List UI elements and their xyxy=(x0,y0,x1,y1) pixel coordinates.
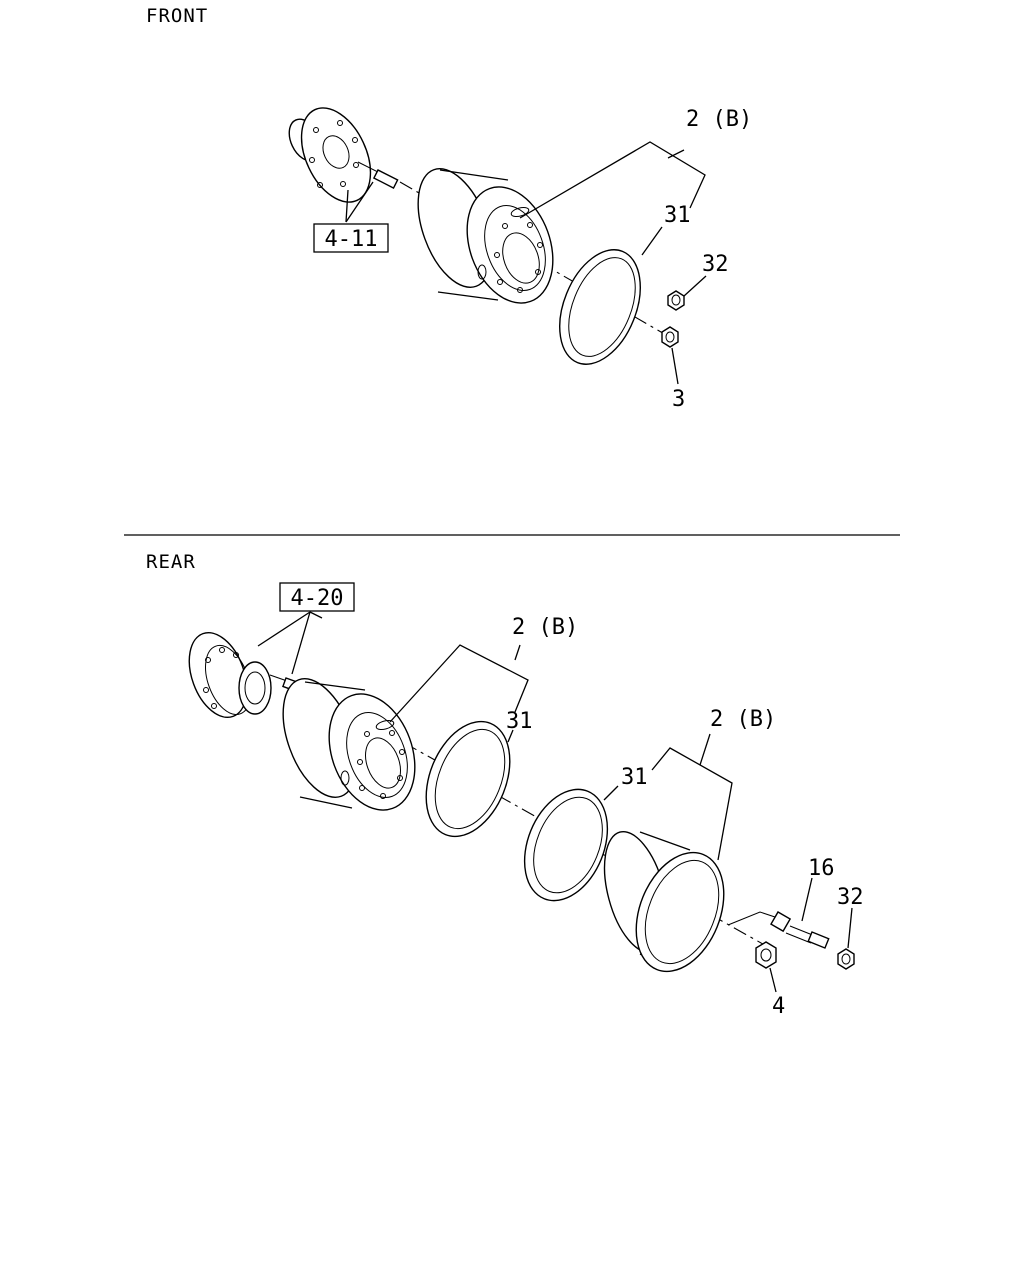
rear-inner-wheel-leader xyxy=(389,644,529,723)
rear-ref-box-label: 4-20 xyxy=(291,586,344,611)
rear-nut-large xyxy=(755,941,777,969)
rear-ring-a xyxy=(425,720,511,838)
front-ref-box-label: 4-11 xyxy=(325,227,378,252)
front-stud xyxy=(357,161,399,189)
rear-callout-inner-wheel: 2 (B) xyxy=(512,615,578,640)
front-nut-lower-leader xyxy=(671,347,679,385)
rear-inner-wheel xyxy=(282,678,416,811)
rear-section-title: REAR xyxy=(146,551,196,573)
rear-bolt xyxy=(770,911,830,949)
front-wheel-leader xyxy=(519,141,706,219)
rear-ref-box: 4-20 xyxy=(257,582,355,675)
rear-outer-wheel xyxy=(603,830,725,973)
rear-callout-nut-small: 32 xyxy=(837,885,864,910)
front-section-title: FRONT xyxy=(146,5,208,27)
rear-ring-b xyxy=(523,788,609,902)
rear-callout-nut-large: 4 xyxy=(772,994,785,1019)
rear-nut-small xyxy=(837,948,855,970)
rear-ring-b-leader xyxy=(603,785,619,801)
rear-nut-small-leader xyxy=(847,907,853,949)
front-nut-upper xyxy=(667,290,685,311)
rear-callout-ring-a: 31 xyxy=(506,709,533,734)
front-ring-leader xyxy=(641,226,663,256)
rear-ring-a-leader xyxy=(507,729,514,743)
front-callout-nut-lower: 3 xyxy=(672,387,685,412)
rear-callout-bolt: 16 xyxy=(808,856,835,881)
rear-bolt-dash xyxy=(727,911,779,926)
rear-outer-wheel-leader-b xyxy=(699,733,711,766)
rear-callout-ring-b: 31 xyxy=(621,765,648,790)
rear-inner-wheel-leader-b xyxy=(514,644,521,661)
front-nut-upper-leader xyxy=(683,275,707,297)
front-callout-ring: 31 xyxy=(664,203,691,228)
rear-bolt-leader xyxy=(801,877,813,922)
front-nut-lower xyxy=(661,326,679,348)
rear-outer-wheel-leader xyxy=(651,747,733,861)
rear-hub xyxy=(188,632,272,718)
front-hub xyxy=(288,107,372,203)
front-wheel-leader-b xyxy=(667,149,685,159)
front-callout-wheel: 2 (B) xyxy=(686,107,752,132)
rear-callout-outer-wheel: 2 (B) xyxy=(710,707,776,732)
front-callout-nut-upper: 32 xyxy=(702,252,729,277)
front-ring xyxy=(559,249,641,365)
front-ref-box: 4-11 xyxy=(313,181,389,253)
front-wheel-rim xyxy=(417,168,554,304)
rear-nut-large-leader xyxy=(769,967,777,993)
